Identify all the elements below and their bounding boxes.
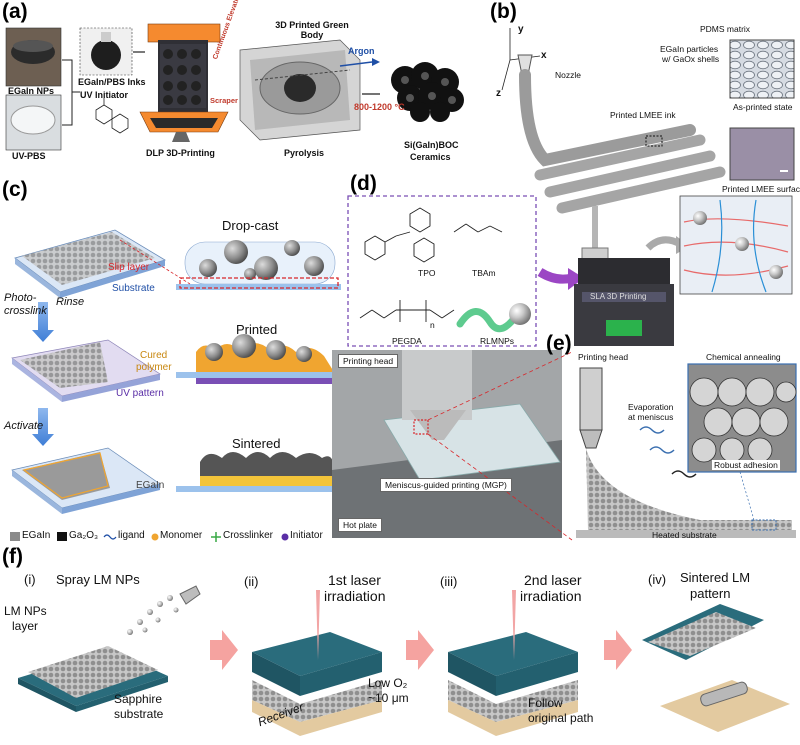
tpo-label: TPO (418, 268, 436, 278)
panel-a-graphics (5, 23, 464, 151)
rinse-label: Rinse (56, 296, 85, 308)
scraper-label: Scraper (210, 96, 238, 105)
uv-pbs-label: UV-PBS (12, 151, 46, 161)
step2-title-2: irradiation (324, 588, 386, 604)
inks-label: EGaIn/PBS Inks (78, 77, 146, 87)
uv-initiator-label: UV Initiator (80, 90, 129, 100)
pyrolysis-label: Pyrolysis (284, 148, 325, 158)
step4-title-2: pattern (690, 586, 731, 601)
photo-label: Photo- (4, 292, 37, 304)
axis-x-label: x (541, 50, 547, 61)
legend-crosslinker: Crosslinker (223, 530, 274, 541)
particles-label-1: EGaIn particles (660, 44, 719, 54)
step1-title: Spray LM NPs (56, 572, 140, 587)
tbam-label: TBAm (472, 268, 496, 278)
panel-a-label: (a) (2, 0, 28, 23)
legend-egain: EGaIn (22, 530, 51, 541)
chemical-annealing-label: Chemical annealing (706, 352, 781, 362)
argon-label: Argon (348, 46, 375, 56)
heated-substrate-label: Heated substrate (652, 530, 717, 540)
evaporation-label-1: Evaporation (628, 402, 674, 412)
rlmnps-label: RLMNPs (480, 336, 515, 346)
step3-title-1: 2nd laser (524, 572, 582, 588)
dlp-label: DLP 3D-Printing (146, 148, 215, 158)
panel-d-label: (d) (350, 172, 377, 195)
panel-e-label: (e) (546, 332, 572, 355)
sintered-label: Sintered (232, 436, 281, 451)
panel-b-graphics (501, 28, 795, 214)
axis-z-label: z (496, 88, 501, 99)
legend-ligand: ligand (118, 530, 145, 541)
panel-c-graphics (10, 229, 341, 542)
drop-cast-label: Drop-cast (222, 218, 279, 233)
nozzle-label: Nozzle (555, 70, 581, 80)
pdms-label: PDMS matrix (700, 24, 751, 34)
legend-initiator: Initiator (290, 530, 323, 541)
pegda-n-label: n (430, 320, 435, 330)
lm-nps-label-1: LM NPs (4, 604, 47, 618)
evaporation-label-2: at meniscus (628, 412, 674, 422)
panel-d-graphics (347, 195, 793, 347)
uv-pattern-label: UV pattern (116, 388, 164, 399)
step1-num: (i) (24, 572, 36, 587)
particles-label-2: w/ GaOx shells (662, 54, 720, 64)
lm-nps-label-2: layer (12, 619, 39, 633)
printing-head-box: Printing head (338, 354, 399, 368)
follow-label-2: original path (528, 711, 594, 725)
step2-title-1: 1st laser (328, 572, 381, 588)
step3-title-2: irradiation (520, 588, 582, 604)
gap-label: ~10 μm (368, 691, 409, 705)
step4-num: (iv) (648, 572, 667, 587)
egain-nps-label: EGaIn NPs (8, 86, 55, 96)
printing-head-label: Printing head (578, 352, 629, 362)
panel-e-graphics (332, 350, 797, 541)
pegda-label: PEGDA (392, 336, 422, 346)
sla-label: SLA 3D Printing (590, 292, 647, 301)
slip-layer-label: Slip layer (108, 262, 150, 273)
panel-b-label: (b) (490, 0, 517, 23)
egain-label: EGaIn (136, 480, 165, 491)
low-o2-label: Low O₂ (368, 676, 408, 690)
panel-f-graphics (18, 585, 790, 736)
cured-label-2: polymer (136, 362, 172, 373)
substrate-label: Substrate (112, 283, 155, 294)
crosslink-label: crosslink (4, 305, 47, 317)
robust-adhesion-label: Robust adhesion (712, 460, 780, 470)
activate-label: Activate (4, 420, 44, 432)
as-printed-label: As-printed state (733, 102, 793, 112)
hot-plate-box: Hot plate (338, 518, 383, 532)
step4-title-1: Sintered LM (680, 570, 751, 585)
sapphire-label-2: substrate (114, 707, 164, 721)
step2-num: (ii) (244, 574, 259, 589)
legend-ga2o3: Ga₂O₃ (69, 530, 99, 541)
panel-f-label: (f) (2, 545, 23, 568)
temperature-label: 800-1200 °C (354, 102, 405, 112)
ceramics-label-1: Si(GaIn)BOC (404, 140, 459, 150)
panel-c-label: (c) (2, 178, 28, 201)
follow-label-1: Follow (528, 696, 563, 710)
ceramics-label-2: Ceramics (410, 152, 451, 162)
surface-label: Printed LMEE surface (722, 184, 800, 194)
sapphire-label-1: Sapphire (114, 692, 163, 706)
printed-label: Printed (236, 322, 278, 337)
green-body-label: 3D Printed Green Body (275, 20, 349, 40)
axis-y-label: y (518, 24, 524, 35)
step3-num: (iii) (440, 574, 458, 589)
legend-monomer: Monomer (160, 530, 203, 541)
cured-label-1: Cured (140, 350, 168, 361)
printed-ink-label: Printed LMEE ink (610, 110, 676, 120)
mgp-box: Meniscus-guided printing (MGP) (380, 478, 512, 492)
